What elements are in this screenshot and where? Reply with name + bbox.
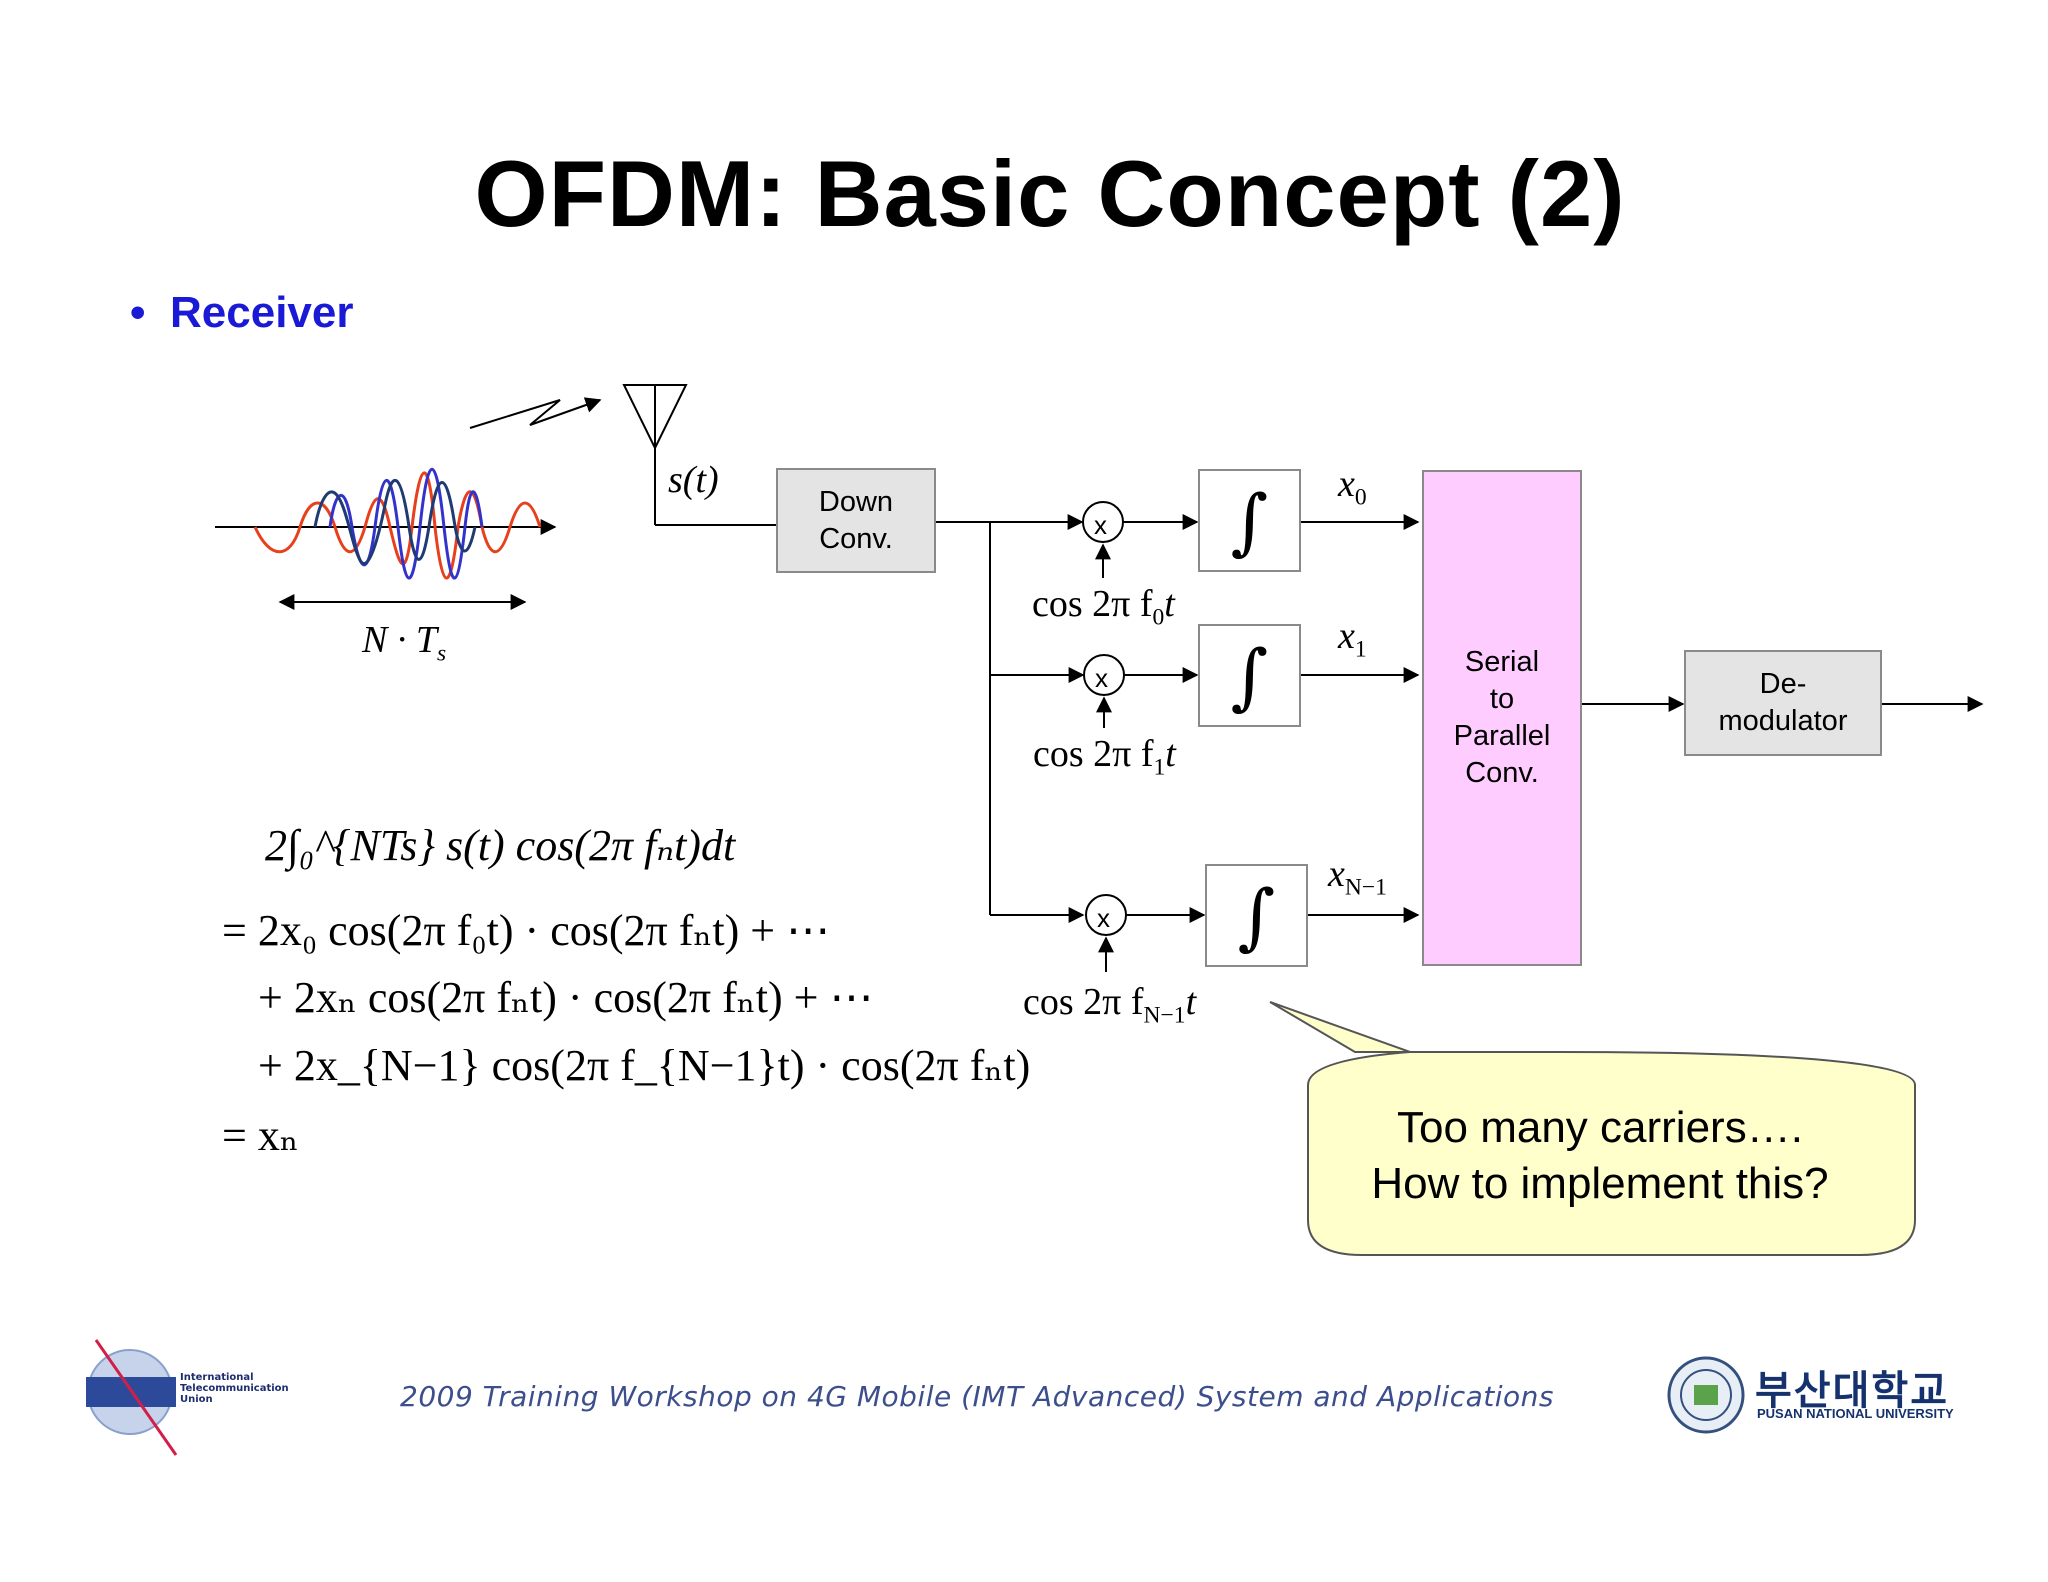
multiplier-label-2: x xyxy=(1097,903,1110,933)
equation-line-2: = 2x₀ cos(2π f₀t) · cos(2π fₙt) + ⋯ xyxy=(222,906,831,955)
multiplier-label-1: x xyxy=(1095,663,1108,693)
wireless-signal-icon xyxy=(469,397,602,429)
osc-2-tail: t xyxy=(1185,981,1197,1023)
callout-line-2: How to implement this? xyxy=(1371,1159,1829,1208)
integrator-2: ∫ xyxy=(1205,864,1308,967)
output-label-2: xN−1 xyxy=(1328,852,1387,902)
itu-name: International Telecommunication Union xyxy=(180,1372,289,1405)
workshop-footer: 2009 Training Workshop on 4G Mobile (IMT… xyxy=(400,1380,1554,1413)
signal-label: s(t) xyxy=(668,458,719,502)
oscillator-label-2: cos 2π fN−1t xyxy=(1023,980,1196,1030)
osc-1-text: cos 2π f xyxy=(1033,733,1154,775)
antenna-icon xyxy=(622,384,776,526)
itu-logo-icon xyxy=(86,1339,178,1456)
symbol-duration-label: N · Ts xyxy=(362,618,446,668)
duration-text: N · T xyxy=(362,619,437,661)
slide-title: OFDM: Basic Concept (2) xyxy=(474,141,1626,246)
equation-line-5: = xₙ xyxy=(222,1111,299,1160)
osc-0-tail: t xyxy=(1164,583,1175,625)
callout-text: Too many carriers…. How to implement thi… xyxy=(1310,1100,1890,1212)
bullet-label: Receiver xyxy=(170,288,354,337)
oscillator-label-0: cos 2π f0t xyxy=(1032,582,1175,632)
output-label-1: x1 xyxy=(1338,614,1367,664)
osc-2-text: cos 2π f xyxy=(1023,981,1144,1023)
bullet-dot: • xyxy=(130,288,146,337)
out-1-text: x xyxy=(1338,615,1355,657)
pnu-logo-icon xyxy=(1667,1356,1745,1434)
pnu-korean-name: 부산대학교 xyxy=(1755,1368,1949,1414)
signal-label-text: s(t) xyxy=(668,459,719,501)
callout-bubble xyxy=(1269,1001,1916,1256)
callout-line-1: Too many carriers…. xyxy=(1397,1103,1803,1152)
osc-0-text: cos 2π f xyxy=(1032,583,1153,625)
osc-1-tail: t xyxy=(1165,733,1176,775)
out-2-text: x xyxy=(1328,853,1345,895)
equation-line-1: 2∫₀^{NTs} s(t) cos(2π fₙt)dt xyxy=(265,821,736,870)
serial-to-parallel-block: Serial to Parallel Conv. xyxy=(1422,470,1582,966)
down-conversion-block: Down Conv. xyxy=(776,468,936,573)
osc-1-sub: 1 xyxy=(1153,754,1166,781)
integrator-1: ∫ xyxy=(1198,624,1301,727)
osc-0-sub: 0 xyxy=(1152,604,1165,631)
equation-line-4: + 2x_{N−1} cos(2π f_{N−1}t) · cos(2π fₙt… xyxy=(258,1041,1031,1090)
equation-line-3: + 2xₙ cos(2π fₙt) · cos(2π fₙt) + ⋯ xyxy=(258,973,874,1022)
oscillator-label-1: cos 2π f1t xyxy=(1033,732,1176,782)
output-label-0: x0 xyxy=(1338,462,1367,512)
out-2-sub: N−1 xyxy=(1344,874,1387,901)
out-1-sub: 1 xyxy=(1354,636,1367,663)
out-0-sub: 0 xyxy=(1354,484,1367,511)
duration-sub: s xyxy=(436,640,447,667)
bullet-receiver: • Receiver xyxy=(130,288,353,338)
pnu-english-name: PUSAN NATIONAL UNIVERSITY xyxy=(1757,1406,1954,1421)
ofdm-symbol-waveform-icon xyxy=(215,468,557,610)
demodulator-block: De- modulator xyxy=(1684,650,1882,756)
integrator-0: ∫ xyxy=(1198,469,1301,572)
osc-2-sub: N−1 xyxy=(1143,1002,1186,1029)
out-0-text: x xyxy=(1338,463,1355,505)
multiplier-label-0: x xyxy=(1094,510,1107,540)
